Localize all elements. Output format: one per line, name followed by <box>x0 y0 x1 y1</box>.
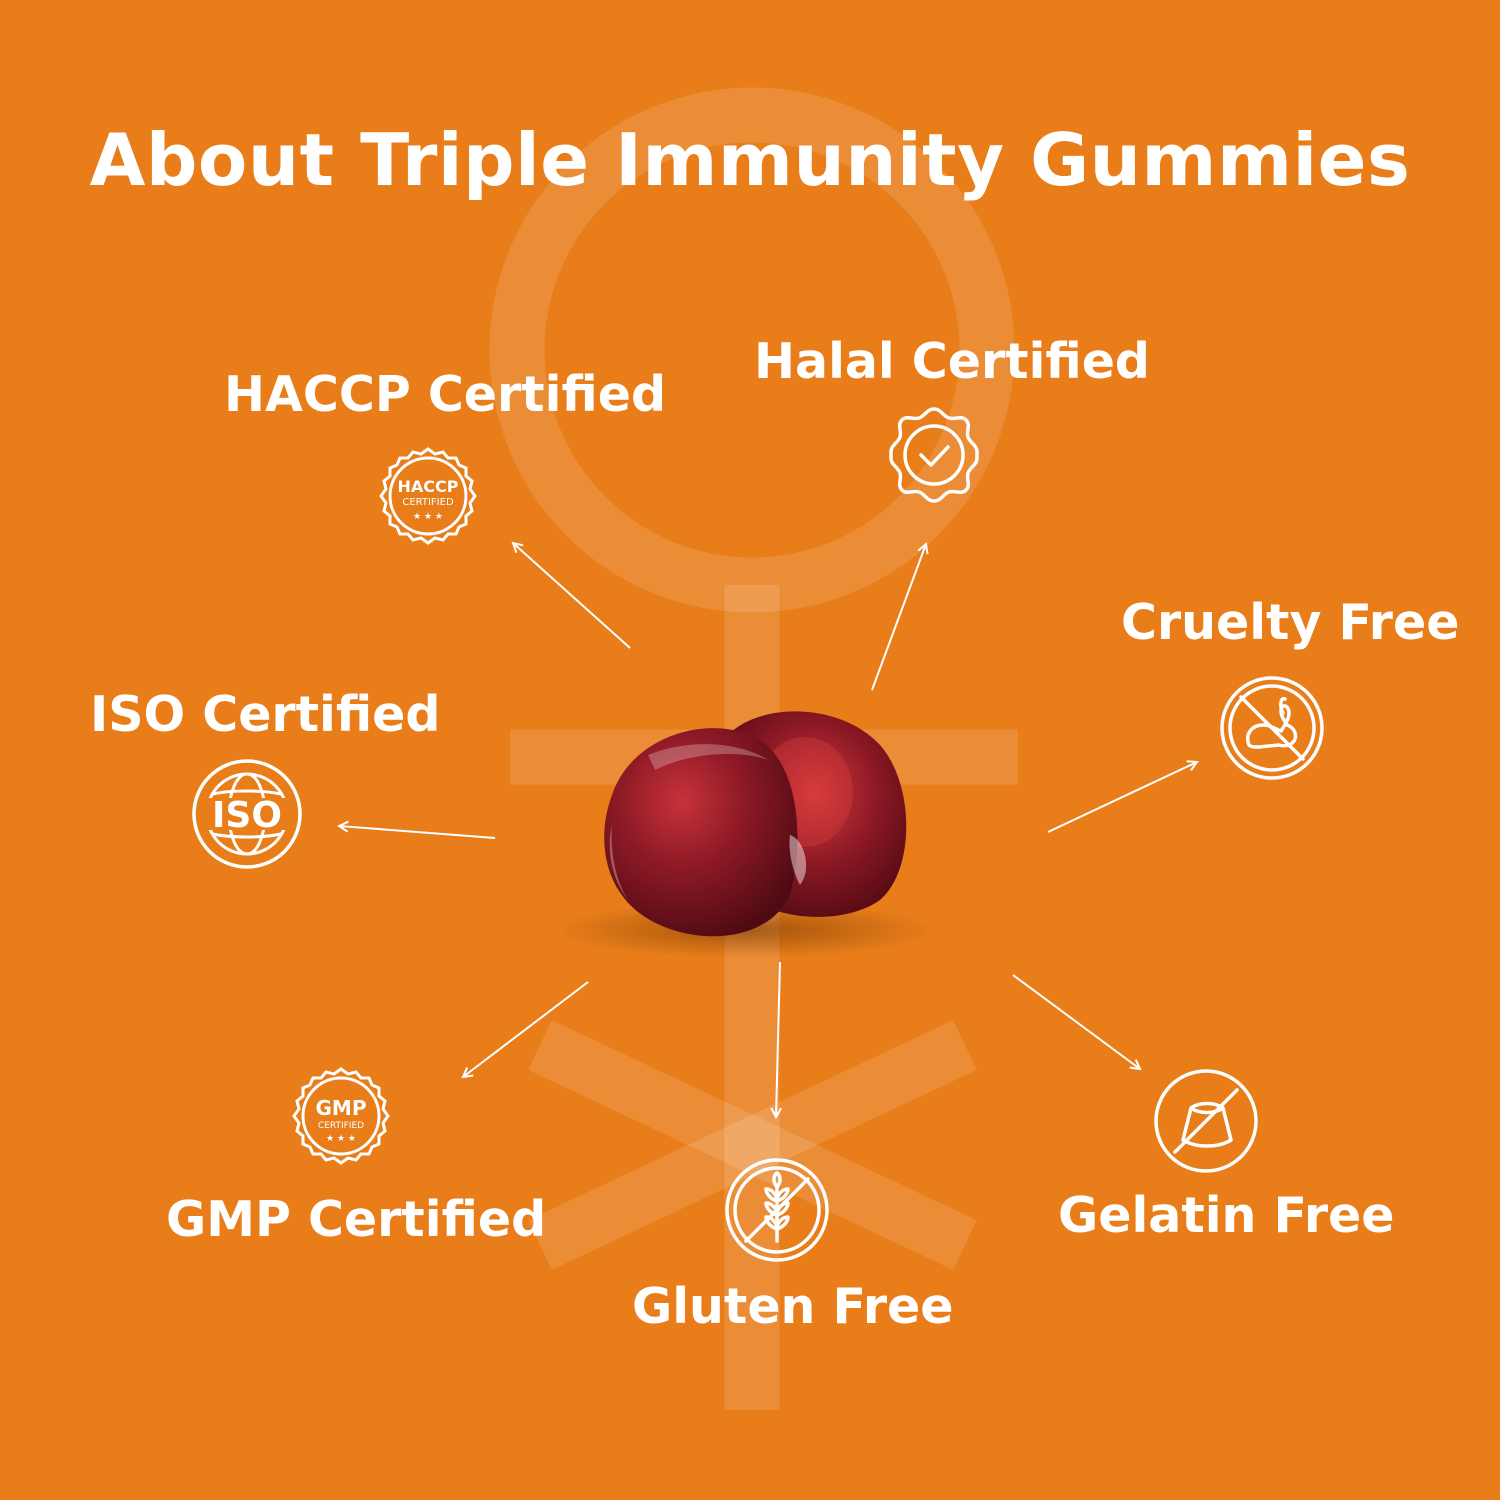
gmp-certified-label: GMP Certified <box>166 1191 547 1248</box>
gmp-badge-text: GMP <box>316 1096 367 1120</box>
pointer-arrows <box>339 543 1197 1117</box>
svg-text:★ ★ ★: ★ ★ ★ <box>326 1134 356 1144</box>
haccp-certified-badge-icon: HACCP CERTIFIED ★ ★ ★ <box>379 447 477 545</box>
halal-certified-label: Halal Certified <box>754 333 1150 390</box>
haccp-badge-subtext: CERTIFIED <box>402 497 454 508</box>
arrow-gelatin <box>1012 974 1140 1069</box>
iso-badge-text: ISO <box>212 795 282 836</box>
arrow-gluten <box>776 961 780 1117</box>
gmp-certified-badge-icon: GMP CERTIFIED ★ ★ ★ <box>292 1067 390 1165</box>
page-title: About Triple Immunity Gummies <box>89 118 1411 202</box>
arrow-cruelty <box>1047 762 1197 833</box>
gmp-badge-subtext: CERTIFIED <box>318 1121 364 1131</box>
iso-certified-label: ISO Certified <box>90 686 441 743</box>
arrow-gmp <box>463 981 589 1077</box>
no-rabbit-icon <box>1220 676 1324 780</box>
haccp-certified-label: HACCP Certified <box>224 366 667 423</box>
gummy-front <box>604 728 798 937</box>
no-gelatin-icon <box>1154 1069 1258 1173</box>
arrow-halal <box>871 544 926 691</box>
no-wheat-icon <box>725 1158 829 1262</box>
arrow-haccp <box>513 543 631 649</box>
check-badge-icon <box>889 407 979 503</box>
cruelty-free-label: Cruelty Free <box>1121 594 1460 651</box>
iso-globe-icon: ISO <box>192 759 302 869</box>
haccp-badge-text: HACCP <box>398 477 459 496</box>
gluten-free-label: Gluten Free <box>632 1278 954 1335</box>
venus-watermark <box>489 87 1018 1410</box>
gummies-illustration <box>555 711 935 958</box>
svg-text:★ ★ ★: ★ ★ ★ <box>413 512 443 522</box>
arrow-iso <box>339 826 496 839</box>
gelatin-free-label: Gelatin Free <box>1058 1187 1395 1244</box>
